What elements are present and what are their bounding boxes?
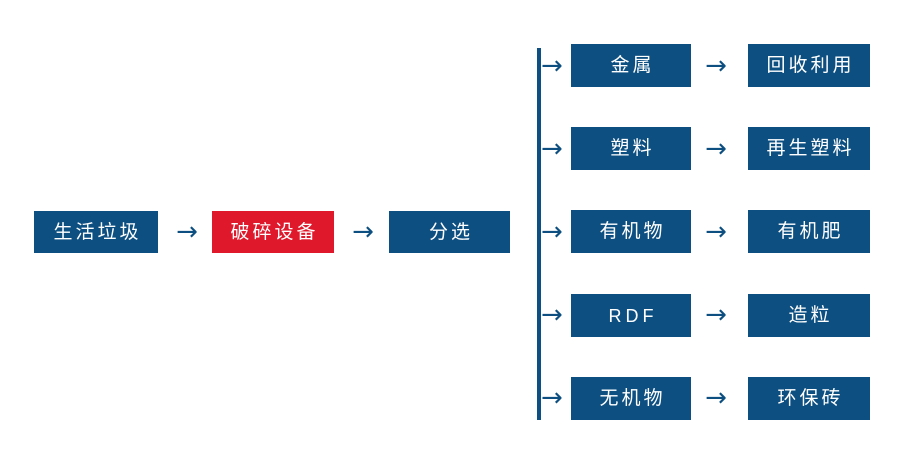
node-fraction-plastic[interactable]: 塑料 (571, 127, 691, 170)
node-product-organic-fertilizer[interactable]: 有机肥 (748, 210, 870, 253)
node-product-eco-brick[interactable]: 环保砖 (748, 377, 870, 420)
arrow-inorganic-to-product: → (705, 383, 727, 413)
node-fraction-inorganic[interactable]: 无机物 (571, 377, 691, 420)
branch-arrow-metal: → (541, 51, 563, 81)
arrow-rdf-to-product: → (705, 300, 727, 330)
branch-arrow-plastic: → (541, 134, 563, 164)
branch-arrow-rdf: → (541, 300, 563, 330)
arrow-metal-to-product: → (705, 51, 727, 81)
node-product-recycled-plastic[interactable]: 再生塑料 (748, 127, 870, 170)
arrow-plastic-to-product: → (705, 134, 727, 164)
node-fraction-organic[interactable]: 有机物 (571, 210, 691, 253)
node-fraction-metal[interactable]: 金属 (571, 44, 691, 87)
node-product-recycling[interactable]: 回收利用 (748, 44, 870, 87)
node-product-pelletizing[interactable]: 造粒 (748, 294, 870, 337)
node-sorting[interactable]: 分选 (389, 211, 510, 253)
node-crusher[interactable]: 破碎设备 (212, 211, 334, 253)
arrow-organic-to-product: → (705, 217, 727, 247)
node-fraction-rdf[interactable]: RDF (571, 294, 691, 337)
arrow-crusher-to-sorting: → (352, 217, 374, 247)
node-input[interactable]: 生活垃圾 (34, 211, 158, 253)
arrow-input-to-crusher: → (176, 217, 198, 247)
branch-bus-line (537, 48, 541, 420)
branch-arrow-inorganic: → (541, 383, 563, 413)
branch-arrow-organic: → (541, 217, 563, 247)
